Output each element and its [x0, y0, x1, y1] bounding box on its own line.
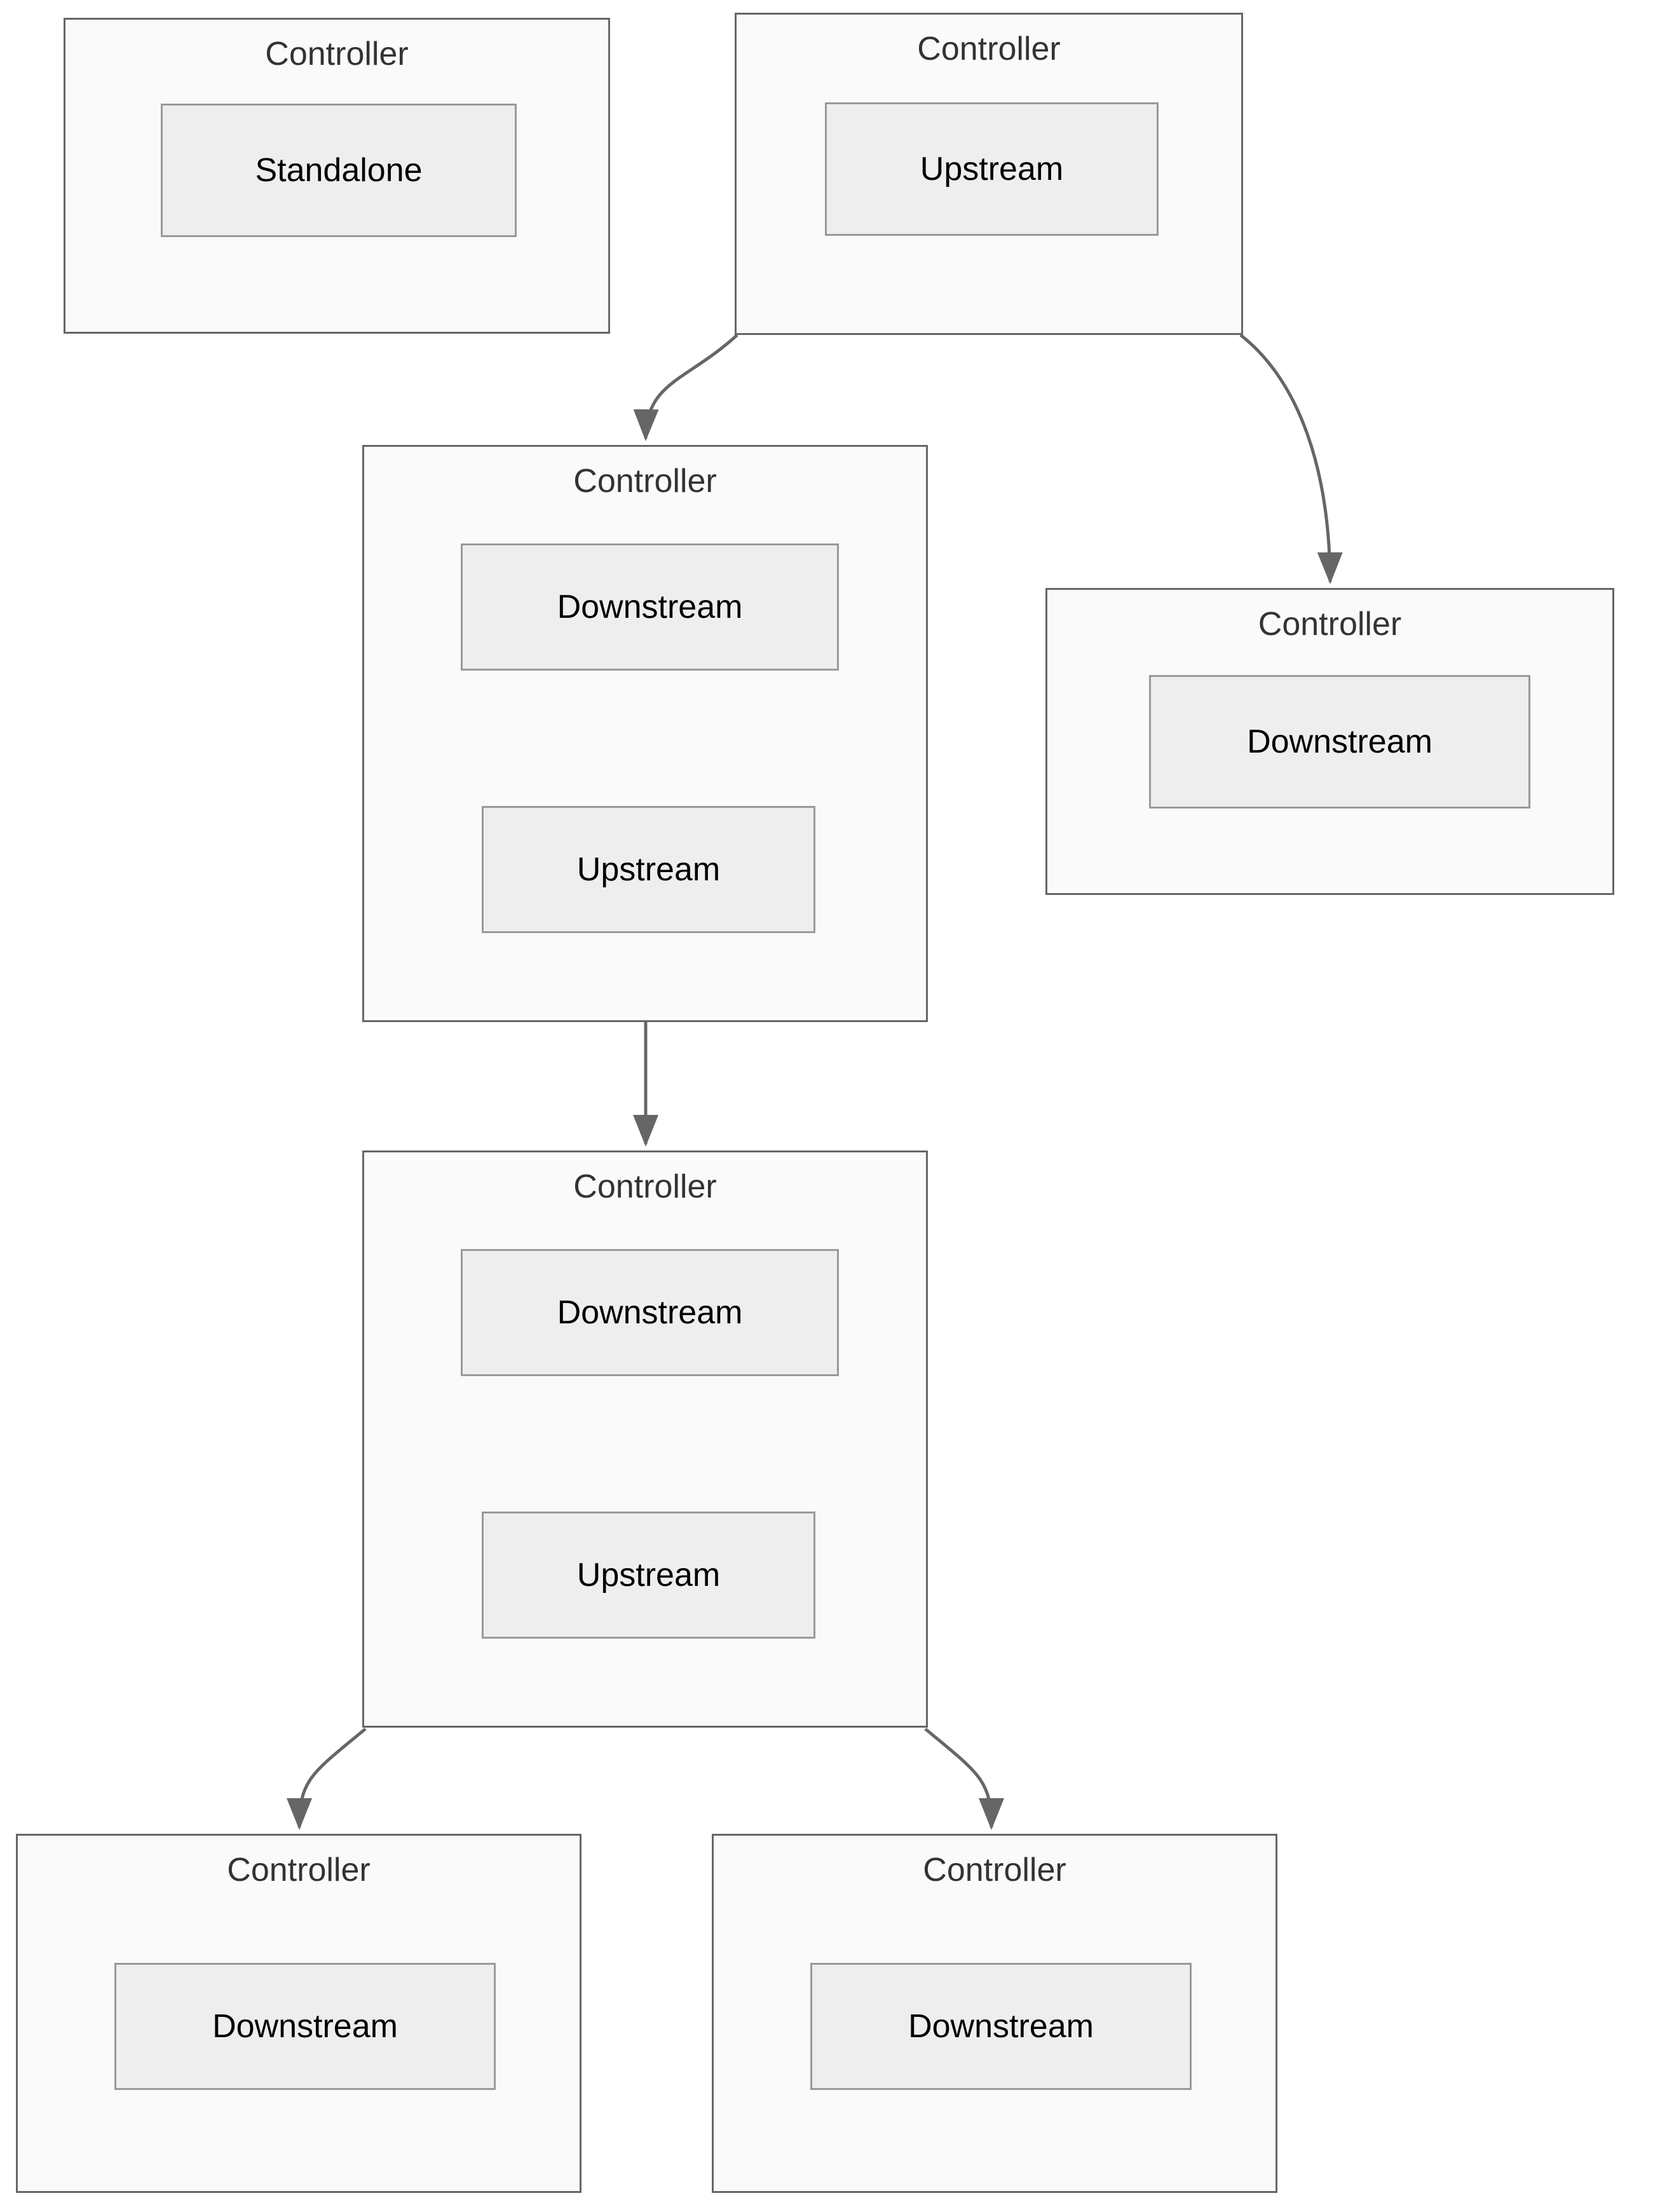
component-label: Upstream — [920, 151, 1064, 188]
component-label: Downstream — [1247, 723, 1432, 760]
controller-title: Controller — [1258, 606, 1402, 643]
controller-title: Controller — [227, 1852, 371, 1888]
component-downstream[interactable]: Downstream — [461, 543, 839, 671]
controller-title: Controller — [923, 1852, 1066, 1888]
controller-standalone[interactable]: Controller Standalone — [64, 18, 610, 334]
component-upstream[interactable]: Upstream — [825, 102, 1159, 236]
component-label: Upstream — [576, 1557, 721, 1594]
edge-relay2-to-leaf-bottom-left — [287, 1728, 367, 1831]
controller-relay-2[interactable]: Controller Downstream Upstream — [362, 1150, 928, 1728]
controller-upstream-root[interactable]: Controller Upstream — [735, 13, 1243, 335]
edge-root-to-leaf-right — [1239, 334, 1343, 584]
controller-leaf-right[interactable]: Controller Downstream — [1045, 588, 1614, 895]
controller-relay-1[interactable]: Controller Downstream Upstream — [362, 445, 928, 1022]
component-downstream[interactable]: Downstream — [1149, 675, 1530, 809]
controller-leaf-bottom-left[interactable]: Controller Downstream — [16, 1834, 582, 2193]
component-downstream[interactable]: Downstream — [461, 1249, 839, 1376]
component-label: Standalone — [255, 152, 423, 189]
component-label: Upstream — [576, 851, 721, 888]
controller-title: Controller — [917, 31, 1061, 67]
component-downstream[interactable]: Downstream — [810, 1963, 1192, 2090]
controller-title: Controller — [265, 36, 409, 72]
component-label: Downstream — [908, 2008, 1094, 2045]
component-upstream[interactable]: Upstream — [482, 806, 815, 933]
component-label: Downstream — [557, 589, 743, 625]
component-upstream[interactable]: Upstream — [482, 1512, 815, 1639]
component-downstream[interactable]: Downstream — [114, 1963, 496, 2090]
controller-leaf-bottom-right[interactable]: Controller Downstream — [712, 1834, 1277, 2193]
component-label: Downstream — [212, 2008, 398, 2045]
component-standalone[interactable]: Standalone — [161, 104, 517, 237]
component-label: Downstream — [557, 1294, 743, 1331]
controller-title: Controller — [573, 463, 717, 500]
edge-root-to-relay1 — [633, 334, 738, 441]
edge-relay2-to-leaf-bottom-right — [924, 1728, 1004, 1831]
controller-title: Controller — [573, 1168, 717, 1205]
